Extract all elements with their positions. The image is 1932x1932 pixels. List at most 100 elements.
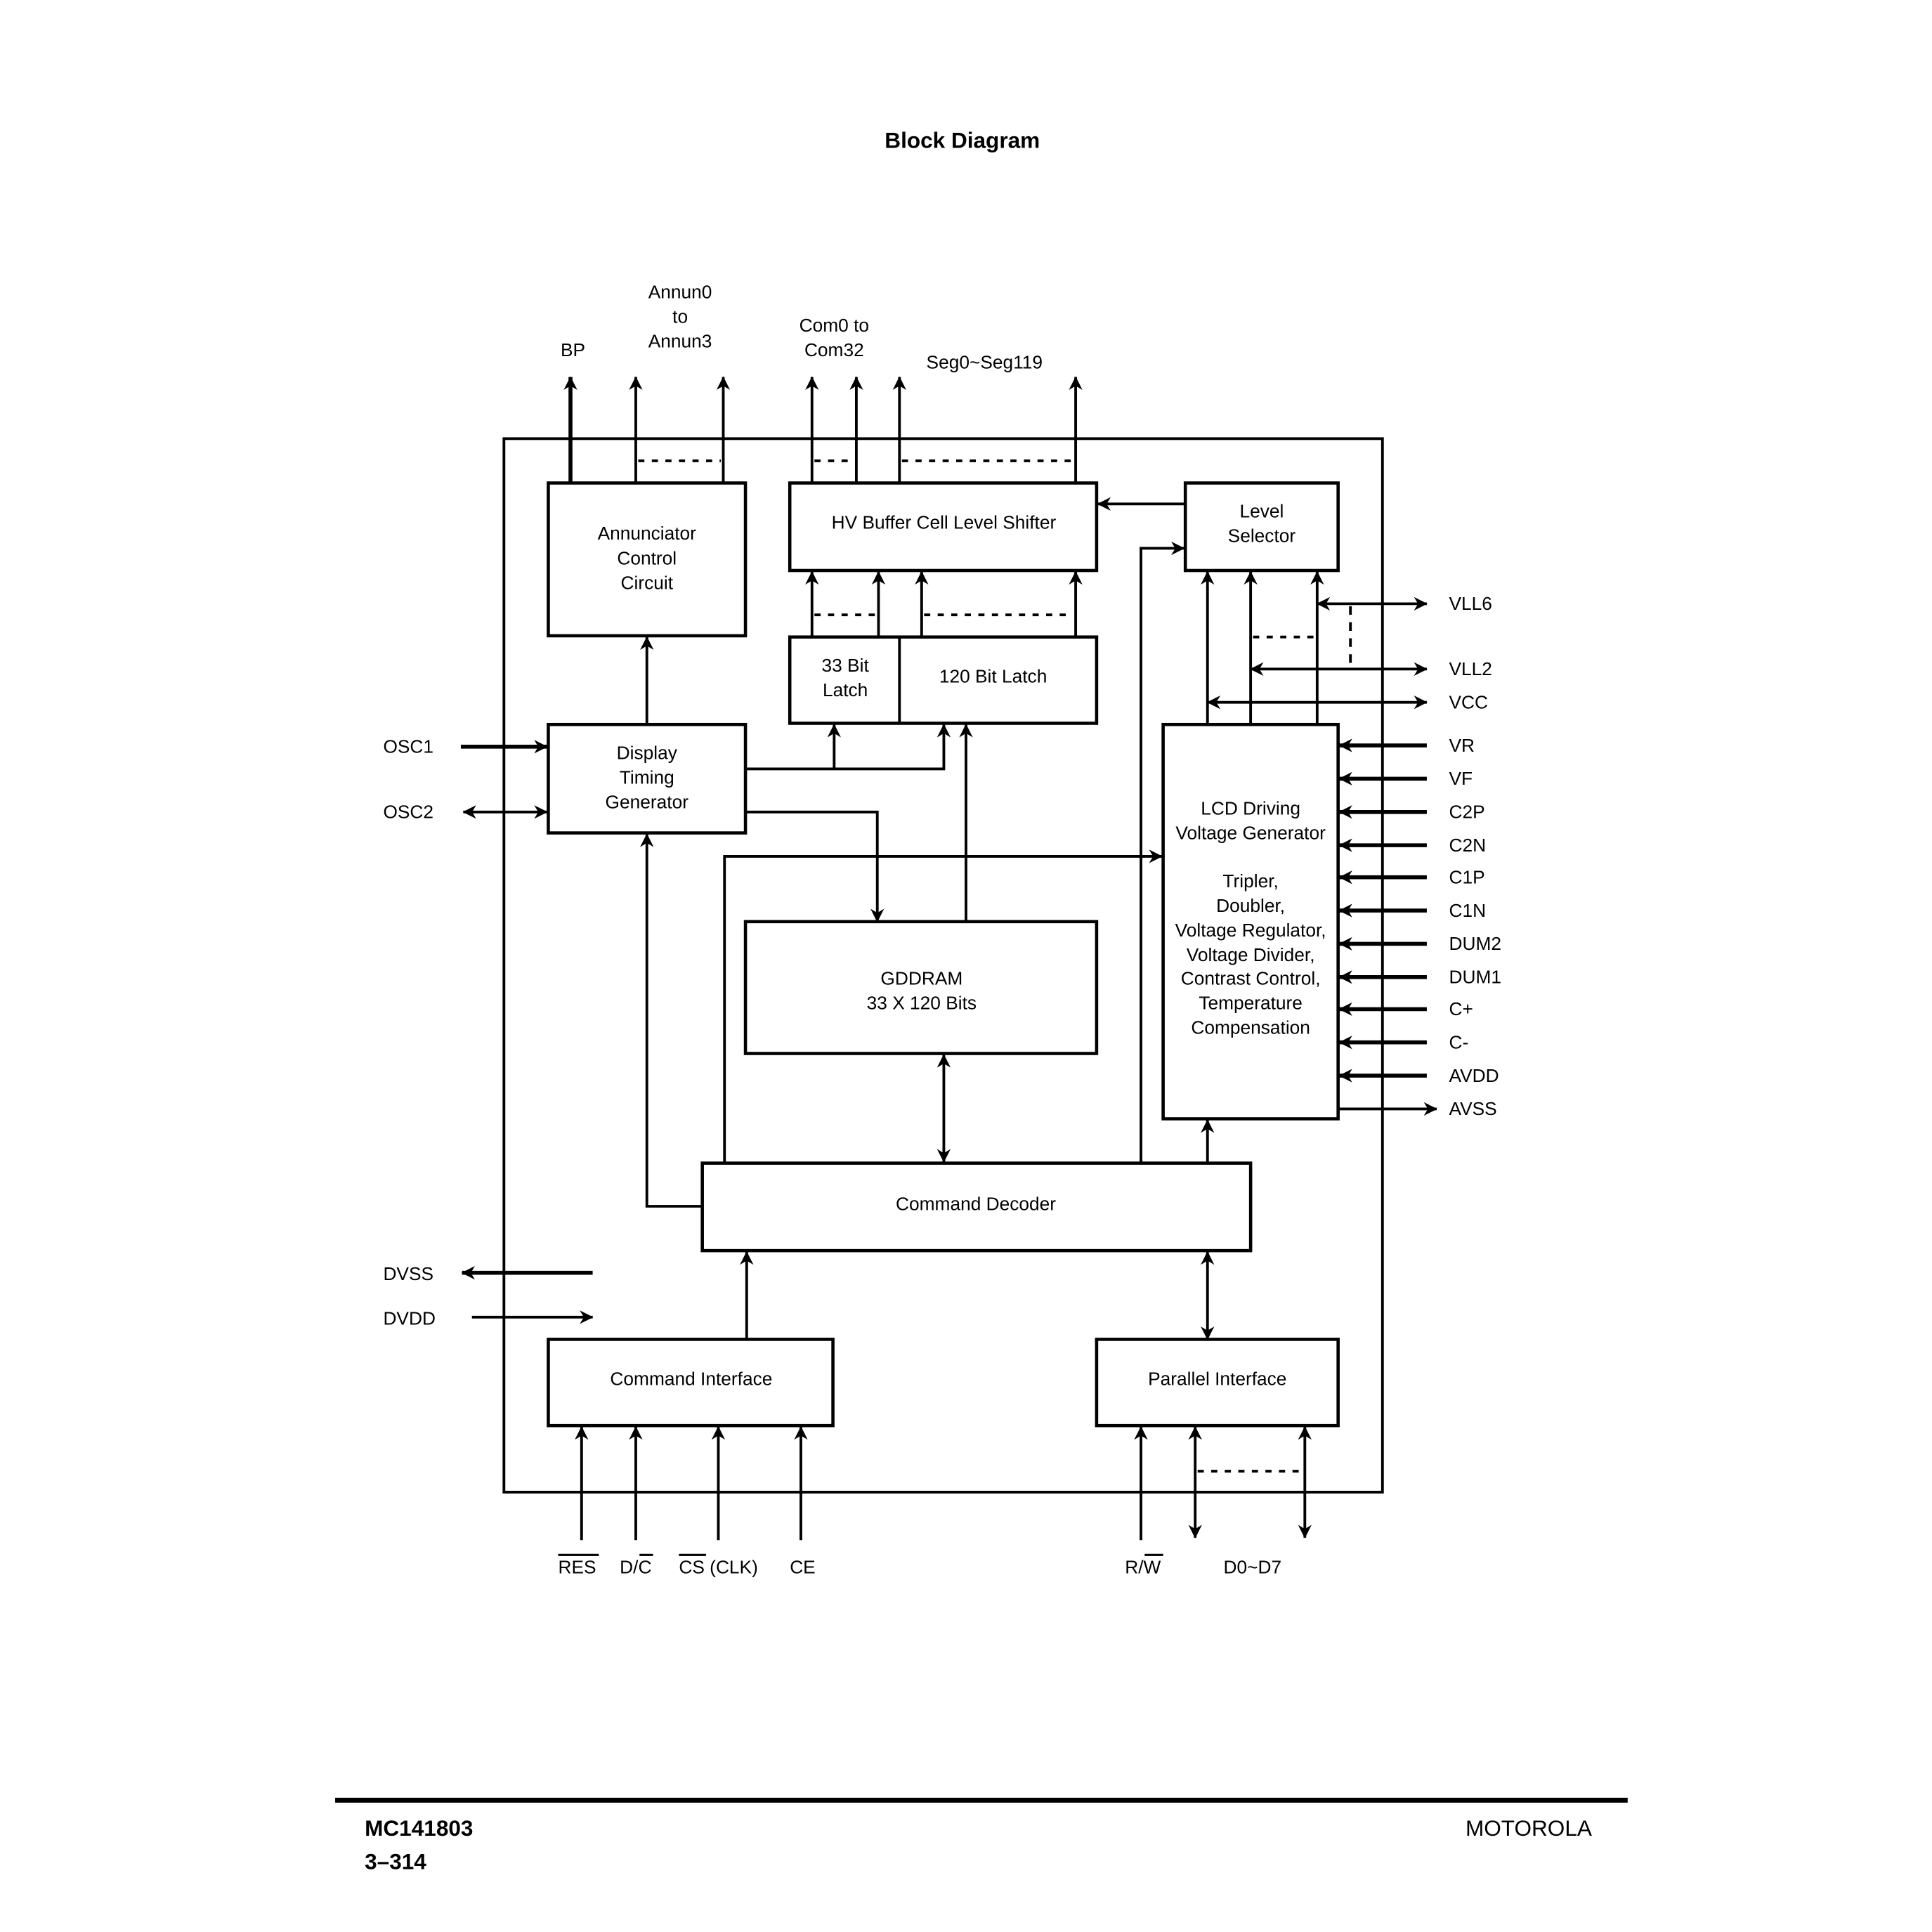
gddram-box (743, 920, 1099, 1055)
pin-label-dvss: DVSS (383, 1263, 433, 1284)
display-timing-label-1: Display (617, 742, 678, 763)
wire-timing-to-gddram (746, 810, 885, 922)
latch120-label: 120 Bit Latch (939, 666, 1047, 687)
level-selector-box (1183, 481, 1340, 573)
gddram-label-1: GDDRAM (880, 967, 962, 988)
footer-page-number: 3–314 (365, 1849, 426, 1874)
pin-label-data: D0~D7 (1224, 1557, 1282, 1578)
annunciator-label-3: Circuit (621, 572, 674, 593)
pin-label-cs-name: CS (679, 1557, 705, 1578)
pin-label-cs-clk: (CLK) (705, 1557, 758, 1578)
lcd-driving-label-10: Compensation (1191, 1017, 1310, 1038)
lcd-driving-label-6: Voltage Regulator, (1175, 920, 1326, 941)
footer-part-number: MC141803 (365, 1815, 473, 1841)
command-decoder-block: Command Decoder (700, 1161, 1253, 1253)
parallel-interface-box (1095, 1338, 1340, 1428)
display-timing-label-2: Timing (620, 766, 674, 788)
annunciator-box (547, 481, 748, 638)
lcd-driving-label-4: Tripler, (1222, 870, 1278, 892)
lcd-driving-label-8: Contrast Control, (1181, 967, 1321, 988)
lcd-driving-label-2: Voltage Generator (1175, 822, 1326, 843)
display-timing-block: Display Timing Generator (547, 722, 748, 835)
display-timing-label-3: Generator (606, 792, 689, 813)
latch33-label-1: 33 Bit (822, 655, 870, 676)
latch-block: 33 Bit Latch 120 Bit Latch (788, 635, 1099, 725)
pin-label-vr: VR (1449, 735, 1475, 756)
pin-label-vcc: VCC (1449, 691, 1489, 712)
top-output-arrows (563, 376, 1083, 483)
pin-label-dum2: DUM2 (1449, 933, 1502, 954)
hv-buffer-box (788, 481, 1099, 573)
pin-label-com-line2: Com32 (804, 339, 864, 360)
pin-label-dvdd: DVDD (383, 1307, 436, 1329)
pin-label-c: C- (1449, 1032, 1469, 1053)
pin-label-rw: R/W (1125, 1557, 1161, 1578)
bottom-pin-labels: RES D/C CS (CLK) CE R/W D0~D7 (558, 1553, 1282, 1578)
pin-label-dc: D/C (620, 1557, 651, 1578)
annunciator-control-block: Annunciator Control Circuit (547, 481, 748, 638)
parallel-interface-block: Parallel Interface (1095, 1338, 1340, 1428)
pin-label-seg: Seg0~Seg119 (927, 351, 1043, 372)
lcd-driving-label-7: Voltage Divider, (1187, 944, 1315, 965)
pin-label-dc-d: D/ (620, 1557, 639, 1578)
wire-decoder-to-level (1140, 541, 1185, 1163)
hv-buffer-label: HV Buffer Cell Level Shifter (832, 511, 1057, 533)
pin-label-com-line1: Com0 to (799, 315, 869, 336)
latch33-label-2: Latch (823, 679, 868, 700)
wire-decoder-to-lcd (723, 849, 1163, 1163)
level-selector-block: Level Selector (1183, 481, 1340, 573)
latch-box (788, 635, 1099, 725)
wire-decoder-to-timing (640, 833, 703, 1208)
gddram-label-2: 33 X 120 Bits (867, 992, 977, 1013)
pin-label-osc1: OSC1 (383, 736, 433, 757)
pin-label-c2n: C2N (1449, 835, 1487, 856)
lcd-driving-label-1: LCD Driving (1201, 797, 1300, 818)
pin-label-annun-line3: Annun3 (648, 331, 712, 352)
pin-label-osc2: OSC2 (383, 802, 433, 823)
wire-timing-to-latch120 (746, 724, 951, 771)
lcd-driving-label-5: Doubler, (1216, 895, 1285, 916)
pin-label-cs: CS (CLK) (679, 1557, 758, 1578)
annunciator-label-1: Annunciator (598, 523, 697, 544)
pin-label-c: C+ (1449, 998, 1473, 1019)
level-selector-label-1: Level (1239, 501, 1284, 522)
footer-brand: MOTOROLA (1466, 1815, 1592, 1841)
command-decoder-box (700, 1161, 1253, 1253)
parallel-interface-label: Parallel Interface (1148, 1368, 1286, 1389)
pin-label-avss: AVSS (1449, 1098, 1497, 1119)
annunciator-label-2: Control (617, 547, 677, 568)
pin-label-dum1: DUM1 (1449, 967, 1502, 988)
command-interface-block: Command Interface (547, 1338, 835, 1428)
pin-label-vll2: VLL2 (1449, 658, 1492, 679)
pin-label-rw-r: R/ (1125, 1557, 1144, 1578)
pin-label-res: RES (558, 1557, 596, 1578)
pin-label-c2p: C2P (1449, 802, 1485, 823)
pin-label-ce: CE (790, 1557, 816, 1578)
hv-buffer-block: HV Buffer Cell Level Shifter (788, 481, 1099, 573)
gddram-block: GDDRAM 33 X 120 Bits (743, 920, 1099, 1055)
lcd-driving-label-9: Temperature (1199, 992, 1303, 1013)
lcd-driving-box (1161, 722, 1340, 1121)
command-decoder-label: Command Decoder (896, 1193, 1056, 1214)
latch-to-hv-arrows (805, 570, 1083, 637)
diagram-title: Block Diagram (885, 127, 1040, 152)
pin-label-vf: VF (1449, 768, 1473, 789)
level-selector-label-2: Selector (1228, 526, 1296, 547)
pin-label-dc-c: C (638, 1557, 651, 1578)
pin-label-annun-line1: Annun0 (648, 281, 712, 302)
pin-label-annun-line2: to (672, 306, 688, 327)
pin-label-avdd: AVDD (1449, 1065, 1499, 1086)
display-timing-box (547, 722, 748, 835)
lcd-driving-block: LCD Driving Voltage Generator Tripler, D… (1161, 722, 1340, 1121)
pin-label-c1p: C1P (1449, 866, 1485, 887)
pin-label-vll6: VLL6 (1449, 593, 1492, 614)
pin-label-c1n: C1N (1449, 900, 1487, 921)
pin-label-bp: BP (561, 339, 585, 360)
chip-boundary (502, 437, 1384, 1494)
command-interface-label: Command Interface (610, 1368, 772, 1389)
pin-label-rw-w: W (1144, 1557, 1161, 1578)
right-supply-pins (1206, 596, 1428, 710)
bottom-input-arrows (575, 1425, 1312, 1541)
